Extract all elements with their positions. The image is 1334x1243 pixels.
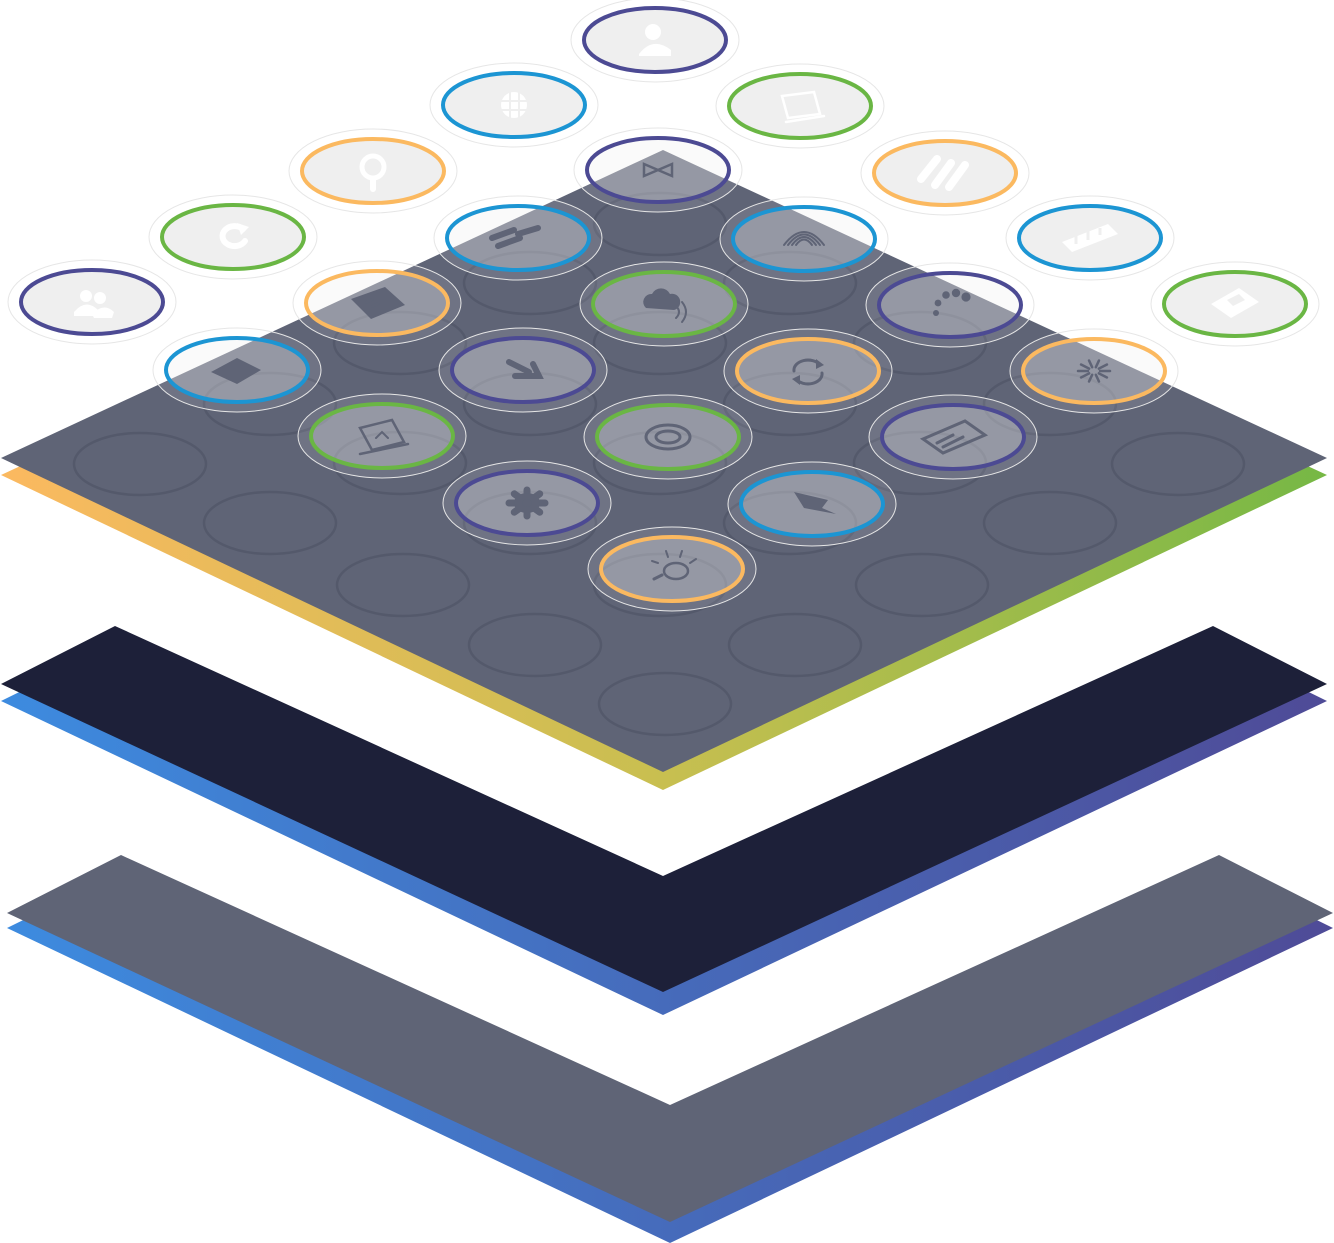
ghost-circle [202, 371, 338, 437]
chip-ring [735, 337, 881, 405]
icon-chip [1009, 328, 1179, 414]
bottom-chevron-layer [7, 855, 1333, 1243]
ghost-circle [722, 490, 858, 556]
lines-icon [489, 225, 541, 249]
users-icon [74, 290, 114, 318]
icon-chip [292, 260, 462, 346]
ghost-circle [727, 612, 863, 678]
icon-chip [288, 128, 458, 214]
ghost-circle [852, 430, 988, 496]
icon-chip [1150, 261, 1320, 347]
cloud-wifi-icon [643, 288, 687, 323]
gear-icon [505, 486, 549, 520]
icon-chip [727, 461, 897, 547]
icon-chip [1005, 195, 1175, 281]
ghost-circle [592, 191, 728, 257]
chip-ring [877, 271, 1023, 339]
ghost-circle [72, 431, 208, 497]
folder-icon [211, 358, 261, 384]
floating-icon-chips [7, 0, 1320, 612]
target-icon [644, 423, 692, 451]
icon-chip [583, 394, 753, 480]
icon-chip [860, 130, 1030, 216]
refresh-arrow-icon [219, 223, 249, 250]
icon-chip [573, 127, 743, 213]
chip-halo [297, 393, 467, 479]
chip-halo [865, 262, 1035, 348]
magnifier-icon [359, 153, 387, 192]
plate-face [1, 150, 1327, 772]
fingerprint-icon [783, 231, 825, 246]
globe-icon [501, 92, 527, 118]
chip-ring [1021, 337, 1167, 405]
ghost-circle [462, 250, 598, 316]
id-card-icon [1211, 288, 1259, 318]
ghost-circle [592, 310, 728, 376]
icon-chip [148, 194, 318, 280]
arrow-down-right-icon [506, 359, 544, 379]
spinner-icon [1076, 359, 1112, 383]
icon-chip [570, 0, 740, 83]
image-icon [358, 418, 410, 456]
chip-halo [723, 328, 893, 414]
flag-icon [794, 492, 836, 514]
icon-chip [438, 327, 608, 413]
icon-chip [433, 195, 603, 281]
icon-chip [579, 261, 749, 347]
chip-ring [160, 203, 306, 271]
icon-chip [868, 394, 1038, 480]
tie-icon [642, 162, 674, 178]
lightbulb-icon [651, 550, 697, 581]
icon-chip [429, 62, 599, 148]
ghost-circle [1110, 431, 1246, 497]
middle-layer-face [1, 626, 1327, 992]
credit-card-icon [919, 419, 989, 455]
ghost-circle [332, 430, 468, 496]
sync-icon [792, 358, 824, 386]
icon-chip [442, 460, 612, 546]
icon-chip [152, 327, 322, 413]
icon-chip [587, 526, 757, 612]
chip-halo [868, 394, 1038, 480]
user-icon [639, 24, 671, 56]
chip-halo [587, 526, 757, 612]
ghost-circle [597, 671, 733, 737]
chip-ring [595, 403, 741, 471]
icon-chip [865, 262, 1035, 348]
ghost-circle [854, 552, 990, 618]
ghost-circle [335, 552, 471, 618]
chip-ring [599, 535, 745, 603]
ghost-circle [202, 490, 338, 556]
ghost-circle [982, 490, 1118, 556]
ghost-circle [722, 371, 858, 437]
chip-ring [309, 402, 455, 470]
chip-ring [19, 268, 165, 336]
chip-halo [583, 394, 753, 480]
ghost-circle [982, 371, 1118, 437]
ghost-circle [332, 310, 468, 376]
icon-chip [715, 63, 885, 149]
icon-chip [7, 259, 177, 345]
chip-halo [1009, 328, 1179, 414]
icon-chip [723, 328, 893, 414]
chip-ring [582, 6, 728, 74]
chip-ring [300, 137, 446, 205]
chart-icon [1062, 224, 1118, 252]
loader-dots-icon [933, 288, 971, 316]
middle-chevron-layer [1, 626, 1327, 1015]
bars-icon [917, 155, 969, 191]
ghost-circle [467, 612, 603, 678]
ghost-circle [722, 250, 858, 316]
bottom-layer-face [7, 855, 1333, 1222]
icon-chip [297, 393, 467, 479]
icon-chip [719, 196, 889, 282]
chip-ring [727, 72, 873, 140]
monitor-icon [780, 90, 826, 124]
wallet-icon [351, 287, 405, 319]
chip-ring [880, 403, 1026, 471]
